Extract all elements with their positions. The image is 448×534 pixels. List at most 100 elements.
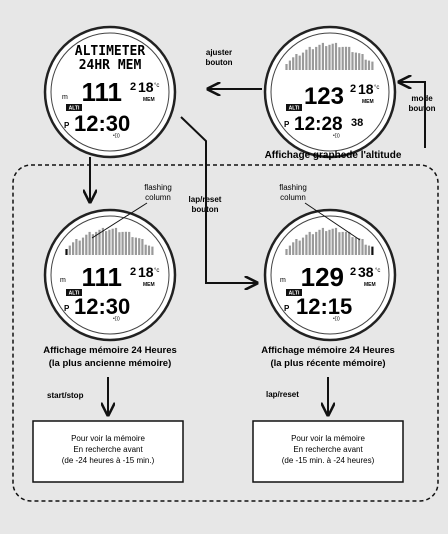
temp-int: 2 [130, 266, 136, 278]
graph-column [118, 232, 121, 255]
altitude-graph-bars [285, 42, 374, 70]
altitude-reading: 111 [81, 262, 122, 292]
graph-column [358, 53, 361, 70]
graph-column [344, 231, 348, 255]
graph-column [311, 234, 314, 255]
altitude-reading: 129 [301, 262, 344, 292]
graph-column [131, 237, 134, 255]
graph-column [338, 232, 341, 255]
graph-column [328, 229, 331, 255]
graph-column [147, 245, 151, 255]
unit-label: m [62, 94, 68, 101]
sound-icon: •))) [113, 316, 120, 322]
graph-column [91, 234, 94, 255]
graph-column [315, 231, 318, 255]
altitude-reading: 111 [81, 77, 122, 107]
time-reading: 12:15 [296, 294, 352, 319]
display-line-2: 24HR MEM [79, 58, 142, 73]
graph-column [371, 246, 374, 255]
graph-column [98, 229, 101, 255]
graph-column [367, 60, 371, 70]
time-reading: 12:30 [74, 294, 130, 319]
graph-column [292, 242, 295, 255]
graph-column [371, 61, 374, 70]
left-box-line-3: (de -24 heures à -15 min.) [62, 456, 155, 465]
graph-column [95, 231, 98, 255]
graph-column [338, 47, 341, 70]
graph-column [354, 52, 357, 70]
graph-column [138, 238, 141, 255]
graph-column [68, 245, 71, 255]
p-indicator: P [284, 304, 290, 313]
graph-column [301, 237, 305, 255]
right-box-line-3: (de -15 min. à -24 heures) [282, 456, 375, 465]
temp-unit: °c [375, 268, 380, 274]
unit-label: m [60, 277, 66, 284]
temp-int: 2 [350, 266, 356, 278]
graph-column [351, 52, 354, 70]
temp-dec: 18 [138, 79, 154, 95]
graph-column [128, 231, 131, 255]
sound-icon: •))) [333, 133, 340, 139]
temp-dec: 38 [358, 264, 374, 280]
graph-column [101, 227, 104, 255]
graph-column [305, 234, 308, 255]
graph-column [331, 228, 334, 255]
temp-dec: 18 [138, 264, 154, 280]
graph-column [321, 42, 324, 70]
display-line-1: ALTIMETER [75, 44, 146, 59]
p-indicator: P [64, 121, 70, 130]
sound-icon: •))) [113, 133, 120, 139]
graph-column [305, 49, 308, 70]
graph-column [111, 228, 114, 255]
right-display-title-2: (la plus récente mémoire) [270, 358, 385, 369]
mode-label-2: bouton [408, 104, 435, 113]
right-box-line-1: Pour voir la mémoire [291, 434, 365, 443]
right-box-line-2: En recherche avant [293, 445, 363, 454]
start-stop-label: start/stop [47, 391, 84, 400]
graph-column [134, 237, 137, 255]
graph-column [348, 231, 351, 255]
graph-column [358, 238, 361, 255]
memory-graph-bars [285, 227, 374, 255]
mem-indicator: MEM [362, 99, 374, 105]
mode-label-1: mode [411, 94, 433, 103]
graph-column [108, 229, 111, 255]
graph-column [288, 60, 291, 70]
seconds-reading: 38 [351, 117, 363, 129]
temp-unit: °c [374, 85, 379, 91]
graph-column [308, 231, 311, 255]
graph-column [364, 244, 367, 255]
graph-column [295, 239, 298, 255]
graph-column [285, 64, 288, 70]
graph-column [328, 44, 331, 70]
watch-altitude-graph: 123 2 18 °c MEM ALTI P 12:28 38 •))) [263, 25, 397, 159]
mem-indicator: MEM [143, 282, 155, 288]
graph-column [285, 249, 288, 255]
watch-memory-oldest: m 111 2 18 °c MEM ALTI P 12:30 •))) [43, 208, 177, 342]
graph-column [331, 43, 334, 70]
flashing-label-right-1: flashing [279, 183, 307, 192]
alti-badge: ALTI [69, 291, 80, 297]
graph-column [151, 246, 154, 255]
altitude-reading: 123 [304, 83, 344, 110]
graph-column [295, 54, 298, 70]
temp-unit: °c [154, 268, 159, 274]
graph-column [341, 231, 344, 255]
graph-column [351, 237, 354, 255]
graph-column [348, 46, 351, 70]
graph-column [325, 231, 328, 255]
graph-column [292, 57, 295, 70]
temp-int: 2 [130, 81, 136, 93]
left-info-box [32, 420, 184, 483]
graph-column [341, 46, 344, 70]
graph-column [124, 231, 127, 255]
graph-column [321, 227, 324, 255]
graph-column [88, 231, 91, 255]
graph-column [75, 239, 78, 255]
left-box-line-1: Pour voir la mémoire [71, 434, 145, 443]
mem-indicator: MEM [364, 282, 376, 288]
graph-column [325, 46, 328, 70]
graph-column [361, 239, 364, 255]
graph-column [144, 244, 147, 255]
